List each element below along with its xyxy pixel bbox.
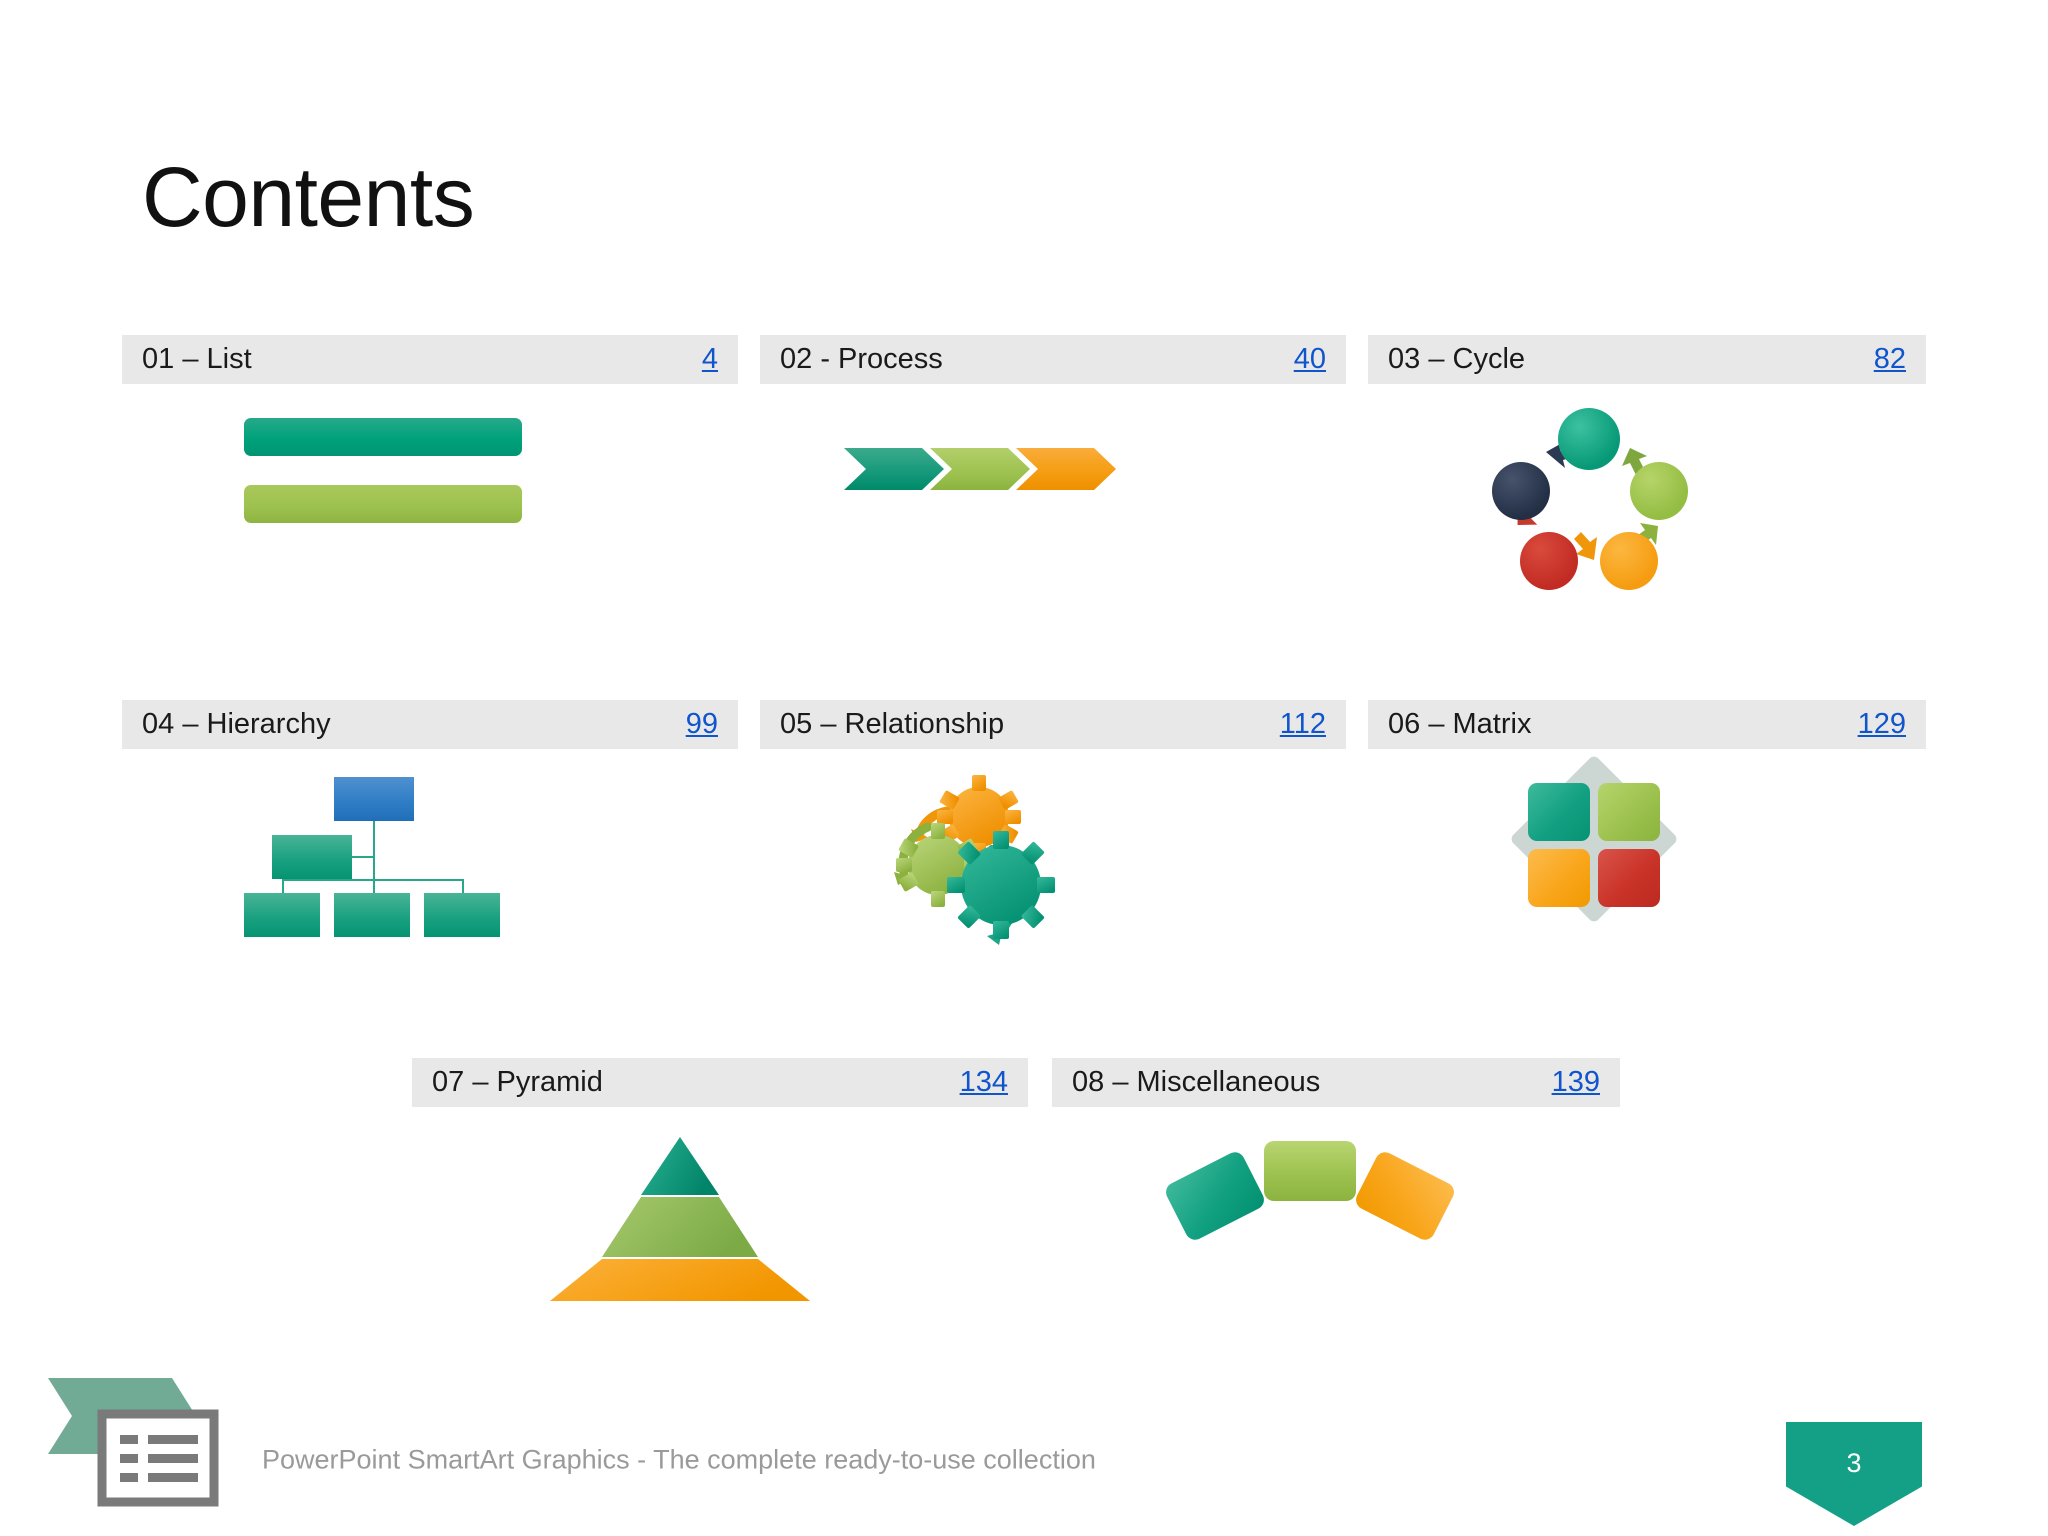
entry-page-link-pyramid[interactable]: 134 <box>959 1066 1008 1098</box>
entry-header-relationship[interactable]: 05 – Relationship 112 <box>760 700 1346 749</box>
org-chart-icon-connector-horizontal <box>282 879 464 881</box>
pyramid-icon-tier-2 <box>602 1197 758 1257</box>
page-number-value: 3 <box>1846 1448 1862 1478</box>
thumbnail-process <box>760 400 1346 585</box>
cycle-circles-icon-node-2 <box>1630 462 1688 520</box>
org-chart-icon-child-box-1 <box>244 893 320 937</box>
org-chart-icon-child-box-2 <box>334 893 410 937</box>
entry-label-miscellaneous: 08 – Miscellaneous <box>1072 1066 1321 1098</box>
entry-miscellaneous[interactable]: 08 – Miscellaneous 139 <box>1052 1058 1620 1338</box>
matrix-quadrants-icon-quadrant-3 <box>1528 849 1590 907</box>
entry-hierarchy[interactable]: 04 – Hierarchy 99 <box>122 700 738 950</box>
cycle-circles-icon-node-4 <box>1520 532 1578 590</box>
entry-header-process[interactable]: 02 - Process 40 <box>760 335 1346 384</box>
entry-header-cycle[interactable]: 03 – Cycle 82 <box>1368 335 1926 384</box>
org-chart-icon-child-box-3 <box>424 893 500 937</box>
gears-icon <box>894 775 1055 945</box>
entry-page-link-relationship[interactable]: 112 <box>1279 708 1326 740</box>
thumbnail-list <box>122 400 738 585</box>
entry-label-pyramid: 07 – Pyramid <box>432 1066 603 1098</box>
matrix-quadrants-icon-quadrant-1 <box>1528 783 1590 841</box>
entry-header-pyramid[interactable]: 07 – Pyramid 134 <box>412 1058 1028 1107</box>
org-chart-icon-connector-vertical <box>373 821 375 893</box>
pyramid-icon-tier-1 <box>641 1137 719 1195</box>
entry-process[interactable]: 02 - Process 40 <box>760 335 1346 585</box>
org-chart-icon-connector-assistant <box>352 856 374 858</box>
pyramid-icon-tier-3 <box>550 1259 810 1301</box>
thumbnail-hierarchy <box>122 765 738 950</box>
org-chart-icon-assistant-box <box>272 835 352 879</box>
org-chart-icon-connector-drop-1 <box>282 879 284 893</box>
entry-header-miscellaneous[interactable]: 08 – Miscellaneous 139 <box>1052 1058 1620 1107</box>
entry-relationship[interactable]: 05 – Relationship 112 <box>760 700 1346 950</box>
footer-logo <box>44 1372 234 1520</box>
thumbnail-relationship <box>760 765 1346 950</box>
matrix-quadrants-icon-quadrant-2 <box>1598 783 1660 841</box>
entry-page-link-hierarchy[interactable]: 99 <box>685 708 718 740</box>
entry-page-link-cycle[interactable]: 82 <box>1873 343 1906 375</box>
org-chart-icon-root-box <box>334 777 414 821</box>
pyramid-icon <box>550 1137 810 1301</box>
cycle-circles-icon-node-3 <box>1600 532 1658 590</box>
chevron-process-icon-step-1 <box>844 448 944 490</box>
entry-matrix[interactable]: 06 – Matrix 129 <box>1368 700 1926 950</box>
entry-cycle[interactable]: 03 – Cycle 82 <box>1368 335 1926 590</box>
entry-pyramid[interactable]: 07 – Pyramid 134 <box>412 1058 1028 1338</box>
entry-header-matrix[interactable]: 06 – Matrix 129 <box>1368 700 1926 749</box>
entry-label-list: 01 – List <box>142 343 252 375</box>
entry-page-link-list[interactable]: 4 <box>701 343 718 375</box>
entry-page-link-process[interactable]: 40 <box>1293 343 1326 375</box>
entry-label-relationship: 05 – Relationship <box>780 708 1005 740</box>
thumbnail-cycle <box>1368 400 1926 590</box>
chevron-process-icon-step-3 <box>1016 448 1116 490</box>
list-bars-icon-bar-2 <box>244 485 522 523</box>
chevron-process-icon-step-2 <box>930 448 1030 490</box>
list-document-icon <box>97 1409 219 1507</box>
entry-label-hierarchy: 04 – Hierarchy <box>142 708 331 740</box>
matrix-quadrants-icon-quadrant-4 <box>1598 849 1660 907</box>
thumbnail-pyramid <box>412 1123 1028 1338</box>
entry-header-list[interactable]: 01 – List 4 <box>122 335 738 384</box>
cycle-circles-icon-node-5 <box>1492 462 1550 520</box>
entry-label-matrix: 06 – Matrix <box>1388 708 1532 740</box>
entry-label-cycle: 03 – Cycle <box>1388 343 1526 375</box>
gears-icon-gear-teal <box>947 831 1055 939</box>
entry-list[interactable]: 01 – List 4 <box>122 335 738 585</box>
misc-arc-blocks-icon-block-1 <box>1162 1148 1268 1244</box>
cycle-circles-icon-node-1 <box>1558 408 1620 470</box>
page-title: Contents <box>142 150 475 244</box>
misc-arc-blocks-icon-block-2 <box>1264 1141 1356 1201</box>
entry-header-hierarchy[interactable]: 04 – Hierarchy 99 <box>122 700 738 749</box>
entry-page-link-matrix[interactable]: 129 <box>1857 708 1906 740</box>
entry-page-link-miscellaneous[interactable]: 139 <box>1551 1066 1600 1098</box>
entry-label-process: 02 - Process <box>780 343 943 375</box>
footer-text: PowerPoint SmartArt Graphics - The compl… <box>262 1444 1096 1475</box>
misc-arc-blocks-icon-block-3 <box>1352 1148 1458 1244</box>
page-number-badge: 3 <box>1786 1422 1922 1526</box>
org-chart-icon-connector-drop-3 <box>462 879 464 893</box>
list-bars-icon-bar-1 <box>244 418 522 456</box>
thumbnail-matrix <box>1368 754 1926 950</box>
thumbnail-miscellaneous <box>1052 1123 1620 1338</box>
